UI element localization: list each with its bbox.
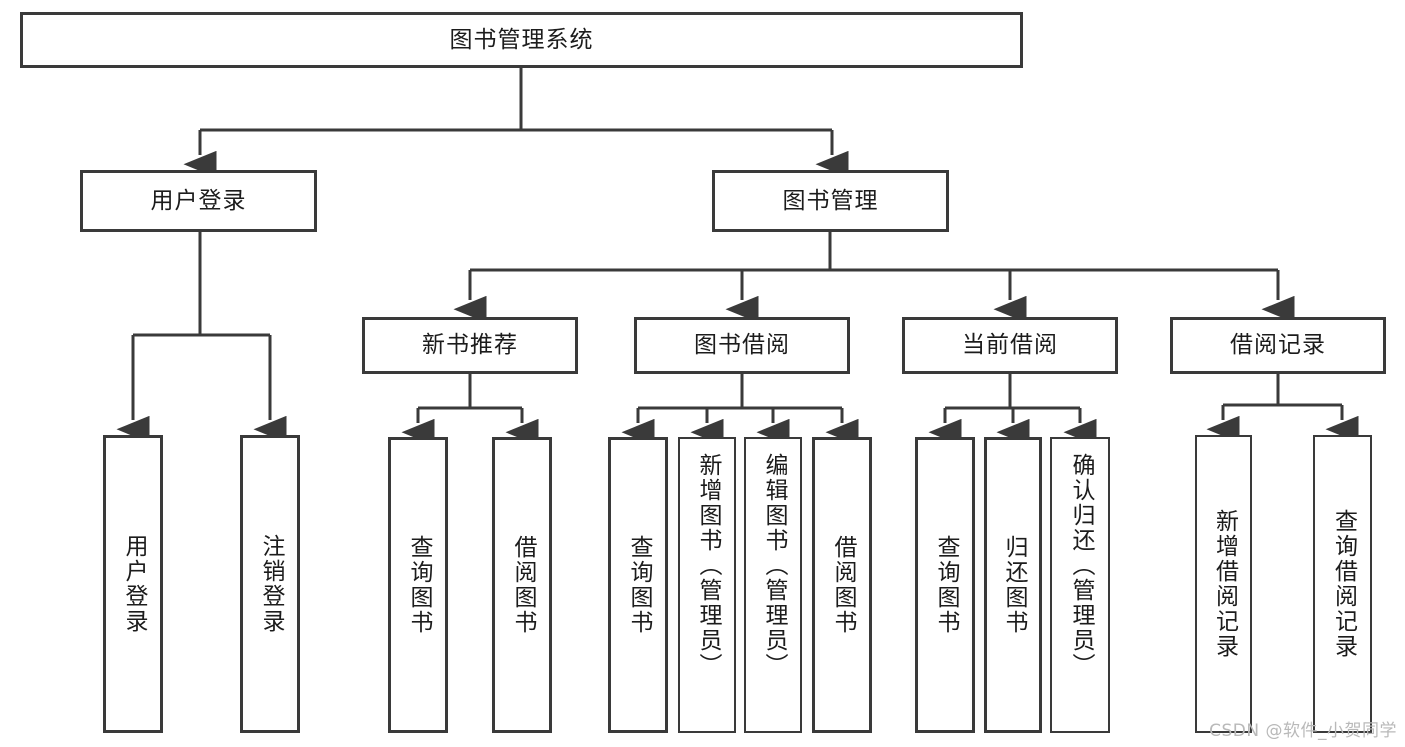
leaf-borrow-book-1[interactable]: 借阅图书: [492, 437, 552, 733]
leaf-query-record[interactable]: 查询借阅记录: [1313, 435, 1372, 733]
leaf-confirm-return[interactable]: 确认归还（管理员）: [1050, 437, 1110, 733]
node-current-borrow-label: 当前借阅: [962, 332, 1058, 359]
leaf-borrow-book-1-label: 借阅图书: [509, 535, 536, 635]
leaf-add-record[interactable]: 新增借阅记录: [1195, 435, 1252, 733]
leaf-logout[interactable]: 注销登录: [240, 435, 300, 733]
leaf-confirm-return-label: 确认归还（管理员）: [1067, 453, 1094, 678]
leaf-borrow-book-2-label: 借阅图书: [829, 535, 856, 635]
node-book-manage[interactable]: 图书管理: [712, 170, 949, 232]
node-book-manage-label: 图书管理: [782, 187, 879, 214]
leaf-user-login-label: 用户登录: [120, 534, 147, 634]
node-borrow-record-label: 借阅记录: [1230, 332, 1326, 359]
leaf-query-book-2-label: 查询图书: [625, 535, 652, 635]
leaf-return-book-label: 归还图书: [1000, 535, 1027, 635]
leaf-logout-label: 注销登录: [257, 534, 284, 634]
node-borrow-record[interactable]: 借阅记录: [1170, 317, 1386, 374]
watermark-text: CSDN @软件_小贺同学: [1209, 721, 1397, 741]
leaf-query-book-3[interactable]: 查询图书: [915, 437, 975, 733]
node-new-book-recommend[interactable]: 新书推荐: [362, 317, 578, 374]
node-root[interactable]: 图书管理系统: [20, 12, 1023, 68]
leaf-edit-book-label: 编辑图书（管理员）: [760, 453, 787, 678]
leaf-query-book-3-label: 查询图书: [932, 535, 959, 635]
leaf-user-login[interactable]: 用户登录: [103, 435, 163, 733]
leaf-add-book[interactable]: 新增图书（管理员）: [678, 437, 736, 733]
leaf-add-record-label: 新增借阅记录: [1211, 509, 1238, 659]
leaf-query-record-label: 查询借阅记录: [1330, 509, 1357, 659]
leaf-add-book-label: 新增图书（管理员）: [694, 453, 721, 678]
node-user-login-label: 用户登录: [150, 187, 247, 214]
node-current-borrow[interactable]: 当前借阅: [902, 317, 1118, 374]
node-book-borrow[interactable]: 图书借阅: [634, 317, 850, 374]
node-user-login[interactable]: 用户登录: [80, 170, 317, 232]
leaf-edit-book[interactable]: 编辑图书（管理员）: [744, 437, 802, 733]
node-new-book-recommend-label: 新书推荐: [422, 332, 518, 359]
node-root-label: 图书管理系统: [449, 26, 594, 53]
leaf-borrow-book-2[interactable]: 借阅图书: [812, 437, 872, 733]
leaf-return-book[interactable]: 归还图书: [984, 437, 1042, 733]
node-book-borrow-label: 图书借阅: [694, 332, 790, 359]
leaf-query-book-2[interactable]: 查询图书: [608, 437, 668, 733]
leaf-query-book-1-label: 查询图书: [405, 535, 432, 635]
leaf-query-book-1[interactable]: 查询图书: [388, 437, 448, 733]
